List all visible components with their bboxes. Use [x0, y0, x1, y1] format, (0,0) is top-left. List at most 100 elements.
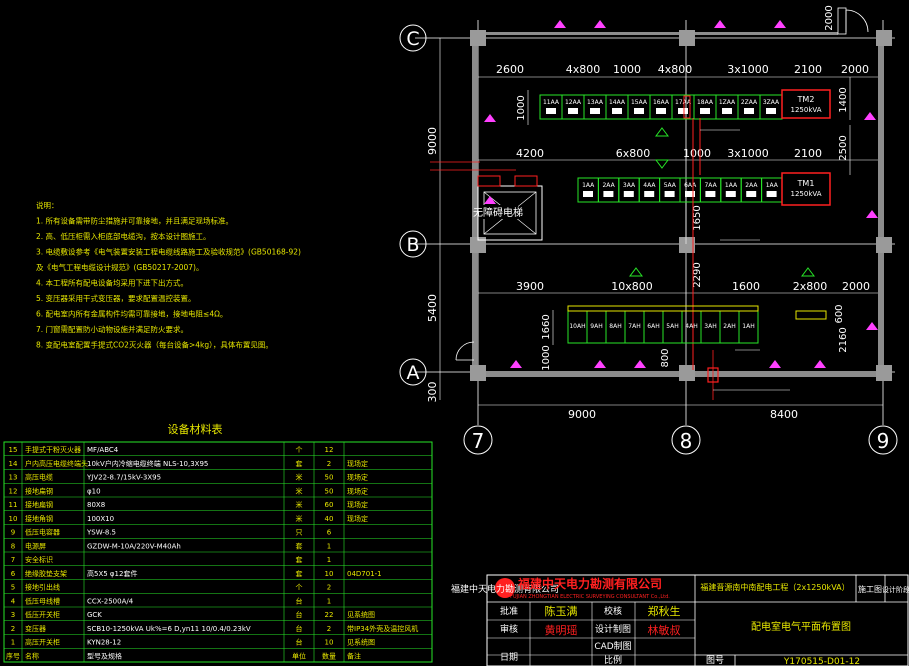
table-cell: 套 [296, 555, 303, 564]
table-cell: 12 [9, 487, 18, 495]
row1-cabinet-label: 12AA [565, 99, 582, 106]
dim-top-2: 4x800 [566, 63, 601, 76]
title-block: 福建中天电力勘测有限公司 福建中天电力勘测有限公司 FUJIAN ZHONGTI… [451, 574, 909, 666]
row2-cabinet-label: 7AA [704, 182, 717, 189]
note-line: 7. 门窗需配置防小动物设施并满足防火要求。 [36, 324, 188, 334]
table-cell: 台 [296, 610, 303, 619]
table-cell: YSW-8.5 [86, 529, 116, 537]
row2-cabinet-label: 2AA [745, 182, 758, 189]
table-cell: 1 [327, 556, 331, 564]
dim-top-5: 3x1000 [727, 63, 769, 76]
table-cell: 9 [11, 529, 15, 537]
row2-cabinet-label: 2AA [602, 182, 615, 189]
dim-v-7: 800 [660, 348, 671, 367]
table-cell: 80X8 [87, 501, 105, 509]
table-cell: 10 [325, 570, 334, 578]
table-cell: 绝缘胶垫支架 [25, 569, 67, 578]
table-cell: 安全标识 [25, 555, 53, 564]
mid-dimension-string: 4200 6x800 1000 3x1000 2100 [478, 147, 878, 161]
table-cell: 台 [296, 596, 303, 605]
table-cell: 备注 [347, 651, 361, 660]
row1-cabinet-tag [744, 108, 754, 114]
row1-cabinet-label: 3ZAA [763, 99, 780, 106]
table-cell: 100X10 [87, 515, 114, 523]
table-cell: 11 [9, 501, 18, 509]
table-cell: 户内高压电缆终端头 [25, 459, 88, 468]
table-cell: 50 [325, 487, 334, 495]
table-cell: 套 [296, 541, 303, 550]
drawing-number: Y170515-D01-12 [783, 657, 860, 666]
row3-cabinet-label: 1AH [742, 323, 754, 330]
row3-cabinet-label: 3AH [704, 323, 716, 330]
row1-cabinet-label: 1ZAA [719, 99, 736, 106]
axis-col-8: 8 [680, 429, 693, 453]
dim-mid-3: 1000 [683, 147, 711, 160]
row3-cabinet-label: 4AH [685, 323, 697, 330]
table-cell: 套 [296, 459, 303, 468]
table-cell: 接地扁钢 [25, 486, 53, 495]
table-cell: 2 [11, 625, 15, 633]
dim-low-3: 1600 [732, 280, 760, 293]
dim-v-5: 1660 [541, 314, 552, 339]
table-cell: GCK [87, 611, 102, 619]
table-cell: 现场定 [347, 500, 368, 509]
table-cell: 电源屏 [25, 541, 46, 550]
dim-5400-v: 5400 [426, 294, 439, 322]
row2-cabinet-tag [664, 191, 675, 197]
table-cell: 见系统图 [347, 610, 375, 619]
dim-mid-5: 2100 [794, 147, 822, 160]
row2-cabinet-label: 5AA [664, 182, 677, 189]
table-cell: 个 [296, 584, 303, 592]
tm1-rating: 1250kVA [791, 190, 822, 198]
table-cell: 13 [9, 474, 18, 482]
dim-9000-h: 9000 [568, 408, 596, 421]
tm2-rating: 1250kVA [791, 106, 822, 114]
dim-9000-v: 9000 [426, 127, 439, 155]
table-cell: 高5X5 φ12套件 [87, 569, 137, 578]
sign-designer: 林敏叔 [648, 623, 681, 637]
table-cell: 米 [296, 514, 303, 523]
row3-cabinet-label: 10AH [569, 323, 585, 330]
table-cell: 带IP34外壳及温控风机 [347, 624, 418, 633]
dim-8400-h: 8400 [770, 408, 798, 421]
notes: 说明：1. 所有设备需带防尘措施并可靠接地，并且满足现场标准。2. 高、低压柜需… [36, 200, 301, 350]
axis-bubbles: C B A 7 8 9 [399, 24, 898, 455]
label-date: 日期 [500, 652, 518, 663]
table-cell: 7 [11, 556, 15, 564]
table-cell: 手提式干粉灭火器 [25, 445, 81, 454]
row1-cabinet-tag [656, 108, 666, 114]
dim-low-1: 3900 [516, 280, 544, 293]
row3-cabinet-label: 8AH [609, 323, 621, 330]
table-cell: 6 [11, 570, 16, 578]
company-logo: 福建中天电力勘测有限公司 [451, 583, 559, 595]
row3-cabinet-label: 7AH [628, 323, 640, 330]
ground-markers [484, 20, 878, 368]
row1-cabinet-tag [722, 108, 732, 114]
table-cell: 2 [327, 584, 331, 592]
table-cell: 现场定 [347, 473, 368, 482]
table-cell: 接地扁钢 [25, 500, 53, 509]
table-cell: 现场定 [347, 514, 368, 523]
note-line: 8. 变配电室配置手提式CO2灭火器（每台设备>4kg），具体布置见图。 [36, 340, 273, 350]
row1-cabinet-label: 14AA [609, 99, 626, 106]
dim-top-door: 2000 [824, 5, 835, 30]
dim-v-9: 600 [834, 304, 845, 323]
row2-cabinet-tag [603, 191, 614, 197]
table-cell: MF/ABC4 [87, 446, 119, 454]
dim-low-4: 2x800 [793, 280, 828, 293]
table-cell: 3 [11, 611, 15, 619]
table-cell: 8 [11, 542, 15, 550]
table-cell: 现场定 [347, 486, 368, 495]
dim-top-3: 1000 [613, 63, 641, 76]
axis-row-c: C [406, 28, 419, 50]
table-cell: 现场定 [347, 459, 368, 468]
row1-cabinet-label: 15AA [631, 99, 648, 106]
note-line: 说明： [36, 200, 59, 210]
table-cell: 1 [327, 542, 331, 550]
row1-cabinet-tag [612, 108, 622, 114]
label-drawing-no: 图号 [706, 655, 724, 666]
axis-col-9: 9 [877, 429, 890, 453]
row2-cabinet-label: 1AA [766, 182, 779, 189]
